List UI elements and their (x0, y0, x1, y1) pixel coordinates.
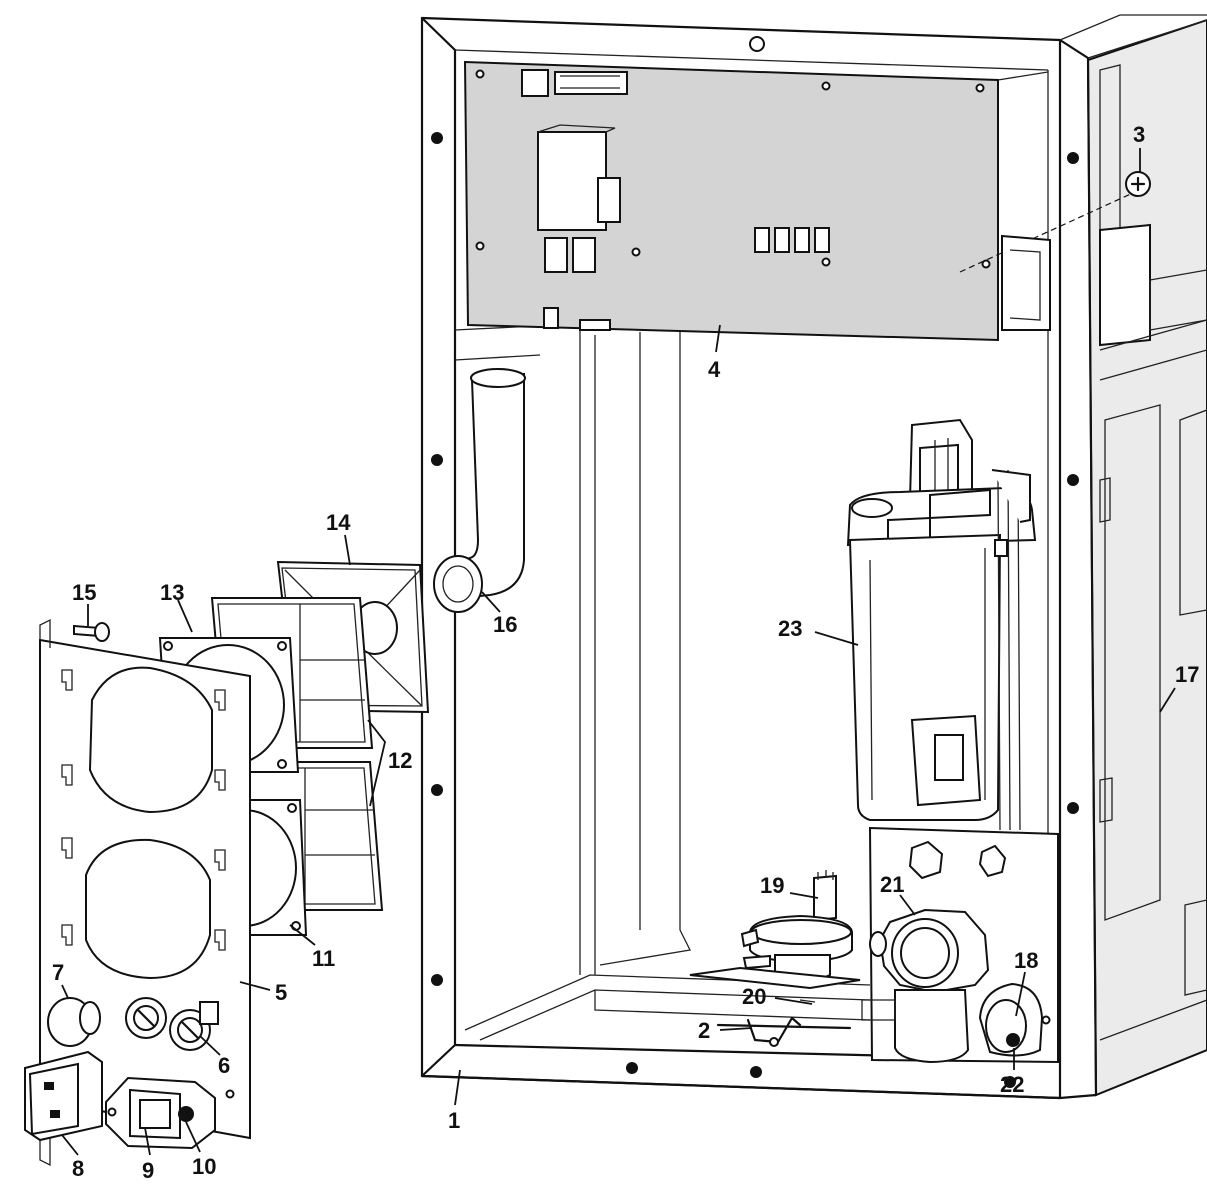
callout-19: 19 (760, 873, 784, 898)
elbow-hose (433, 368, 526, 613)
callout-12: 12 (388, 748, 412, 773)
callout-23: 23 (778, 616, 802, 641)
callout-8: 8 (72, 1156, 84, 1181)
callout-7: 7 (52, 960, 64, 985)
callout-6: 6 (218, 1053, 230, 1078)
front-panel (24, 618, 251, 1167)
callout-20: 20 (742, 984, 766, 1009)
callout-1: 1 (448, 1108, 460, 1133)
control-board (463, 60, 1136, 342)
callout-21: 21 (880, 872, 904, 897)
callout-13: 13 (160, 580, 184, 605)
callout-9: 9 (142, 1158, 154, 1183)
callout-22: 22 (1000, 1072, 1024, 1097)
water-tank (846, 418, 1037, 831)
callout-5: 5 (275, 980, 287, 1005)
panel-screw (73, 622, 110, 642)
callout-16: 16 (493, 612, 517, 637)
callout-11: 11 (312, 946, 335, 971)
board-screw (1125, 171, 1151, 197)
pressure-switch (689, 870, 861, 990)
leader-lines (61, 148, 1176, 1156)
valve-assembly (861, 826, 1059, 1064)
callout-14: 14 (326, 510, 351, 535)
callout-4: 4 (708, 357, 721, 382)
callout-18: 18 (1014, 948, 1038, 973)
spring-clip (716, 999, 852, 1047)
callout-3: 3 (1133, 122, 1145, 147)
mount-bracket (1001, 234, 1051, 331)
callout-17: 17 (1175, 662, 1199, 687)
callout-10: 10 (192, 1154, 216, 1179)
callout-2: 2 (698, 1018, 710, 1043)
callout-15: 15 (72, 580, 96, 605)
callout-labels: 1 2 3 4 5 6 7 8 9 10 11 12 13 14 15 16 1… (52, 122, 1199, 1183)
